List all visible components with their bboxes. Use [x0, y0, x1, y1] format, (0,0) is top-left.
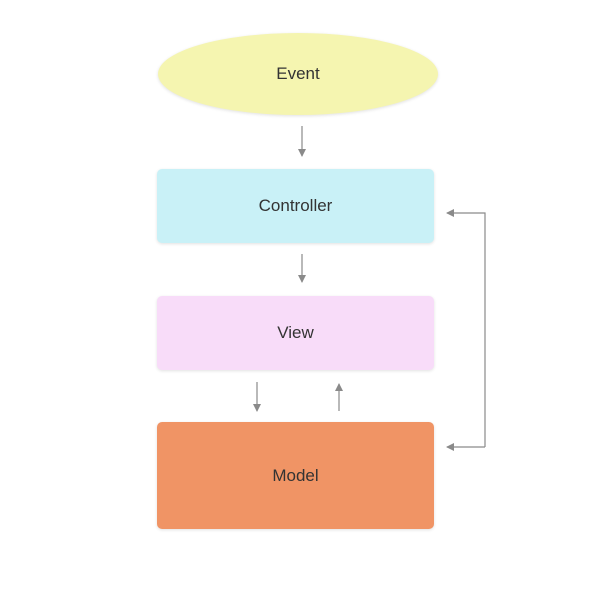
model-node: Model — [157, 422, 434, 529]
controller-node: Controller — [157, 169, 434, 243]
model-to-controller-arrow — [446, 209, 486, 447]
event-node: Event — [158, 33, 438, 115]
view-node: View — [157, 296, 434, 370]
controller-label: Controller — [258, 196, 333, 215]
model-label: Model — [272, 465, 319, 485]
event-label: Event — [276, 64, 320, 83]
view-label: View — [277, 323, 314, 342]
